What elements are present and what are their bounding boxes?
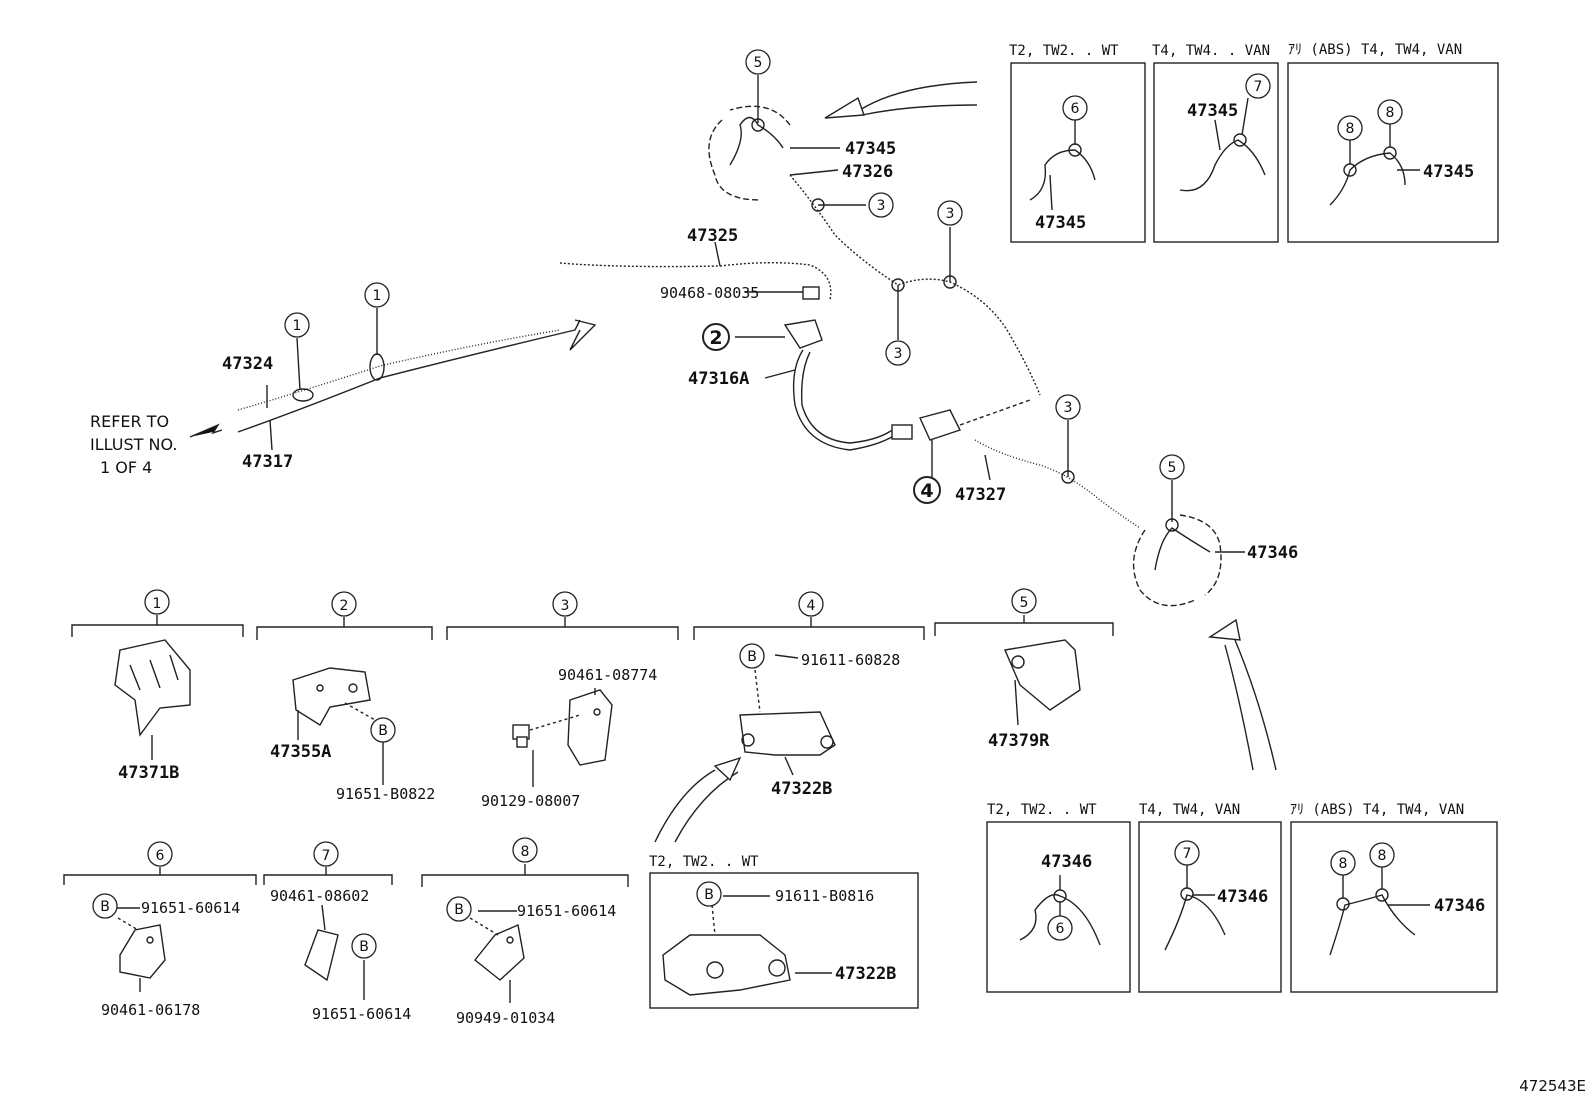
box-t3-part: 47345: [1423, 162, 1474, 182]
section-7-label: 7: [322, 848, 331, 864]
box-b1-part: 47346: [1041, 852, 1092, 872]
part-90461-08602: 90461-08602: [270, 887, 369, 905]
callout-3-c: 3: [894, 346, 903, 362]
callout-4-main: 4: [920, 480, 933, 502]
section-8-label: 8: [521, 844, 530, 860]
caption-top-2: T4, TW4. . VAN: [1152, 43, 1270, 59]
box-b2-callout-7: 7: [1183, 846, 1192, 862]
callout-b-6: B: [100, 899, 110, 915]
box-t2-part: 47345: [1187, 101, 1238, 121]
caption-inset: T2, TW2. . WT: [649, 854, 759, 870]
refer-line-1: REFER TO: [90, 412, 169, 431]
box-b2-part: 47346: [1217, 887, 1268, 907]
part-91611-60828: 91611-60828: [801, 651, 900, 669]
box-b3-callout-8a: 8: [1339, 856, 1348, 872]
section-3-label: 3: [561, 598, 570, 614]
section-6-label: 6: [156, 848, 165, 864]
part-47322b-a: 47322B: [771, 779, 832, 799]
box-t3-callout-8b: 8: [1386, 105, 1395, 121]
arrow-to-upper-wheel: [859, 81, 978, 111]
refer-line-3: 1 OF 4: [100, 458, 152, 477]
caption-top-3: ｱﾘ (ABS) T4, TW4, VAN: [1288, 42, 1462, 58]
part-47345-main: 47345: [845, 139, 896, 159]
box-b1-callout-6: 6: [1056, 921, 1065, 937]
box-t3-callout-8a: 8: [1346, 121, 1355, 137]
part-47317: 47317: [242, 452, 293, 472]
pipe-upper-wheel: [729, 116, 784, 166]
box-b3-callout-8b: 8: [1378, 848, 1387, 864]
part-90461-08774: 90461-08774: [558, 666, 657, 684]
callout-b-inset: B: [704, 887, 714, 903]
box-t1-callout-6: 6: [1071, 101, 1080, 117]
section-1-label: 1: [153, 596, 162, 612]
illustration-id: 472543E: [1519, 1077, 1586, 1095]
part-47325: 47325: [687, 226, 738, 246]
part-91651-b0822: 91651-B0822: [336, 785, 435, 803]
caption-bot-1: T2, TW2. . WT: [987, 802, 1097, 818]
part-47324: 47324: [222, 354, 273, 374]
caption-bot-2: T4, TW4, VAN: [1139, 802, 1240, 818]
brake-pipe-upper: [789, 174, 1041, 396]
callout-b-2: B: [378, 723, 388, 739]
part-47316a: 47316A: [688, 369, 749, 389]
part-47327: 47327: [955, 485, 1006, 505]
box-t2-callout-7: 7: [1254, 79, 1263, 95]
part-90461-06178: 90461-06178: [101, 1001, 200, 1019]
drum-outline-upper: [708, 105, 791, 201]
caption-bot-3: ｱﾘ (ABS) T4, TW4, VAN: [1290, 802, 1464, 818]
box-b3-part: 47346: [1434, 896, 1485, 916]
part-47326: 47326: [842, 162, 893, 182]
callout-1-b: 1: [373, 288, 382, 304]
part-47355a: 47355A: [270, 742, 331, 762]
part-91611-b0816: 91611-B0816: [775, 887, 874, 905]
callout-3-b: 3: [946, 206, 955, 222]
callout-b-4: B: [747, 649, 757, 665]
refer-line-2: ILLUST NO.: [90, 435, 177, 454]
callout-3-a: 3: [877, 198, 886, 214]
part-91651-60614-a: 91651-60614: [141, 899, 240, 917]
part-47379r: 47379R: [988, 731, 1050, 751]
callout-b-8: B: [454, 902, 464, 918]
part-91651-60614-c: 91651-60614: [517, 902, 616, 920]
callout-b-7: B: [359, 939, 369, 955]
part-90949-01034: 90949-01034: [456, 1009, 555, 1027]
part-91651-60614-b: 91651-60614: [312, 1005, 411, 1023]
box-t1-part: 47345: [1035, 213, 1086, 233]
part-47371b: 47371B: [118, 763, 179, 783]
part-90468-08035: 90468-08035: [660, 284, 759, 302]
section-4-label: 4: [807, 598, 816, 614]
callout-1-a: 1: [293, 318, 302, 334]
callout-5-lower: 5: [1168, 460, 1177, 476]
part-90129-08007: 90129-08007: [481, 792, 580, 810]
section-5-label: 5: [1020, 595, 1029, 611]
callout-5-upper: 5: [754, 55, 763, 71]
caption-top-1: T2, TW2. . WT: [1009, 43, 1119, 59]
callout-2-main: 2: [709, 327, 722, 349]
callout-3-d: 3: [1064, 400, 1073, 416]
part-47346-main: 47346: [1247, 543, 1298, 563]
part-47322b-b: 47322B: [835, 964, 896, 984]
section-2-label: 2: [340, 598, 349, 614]
